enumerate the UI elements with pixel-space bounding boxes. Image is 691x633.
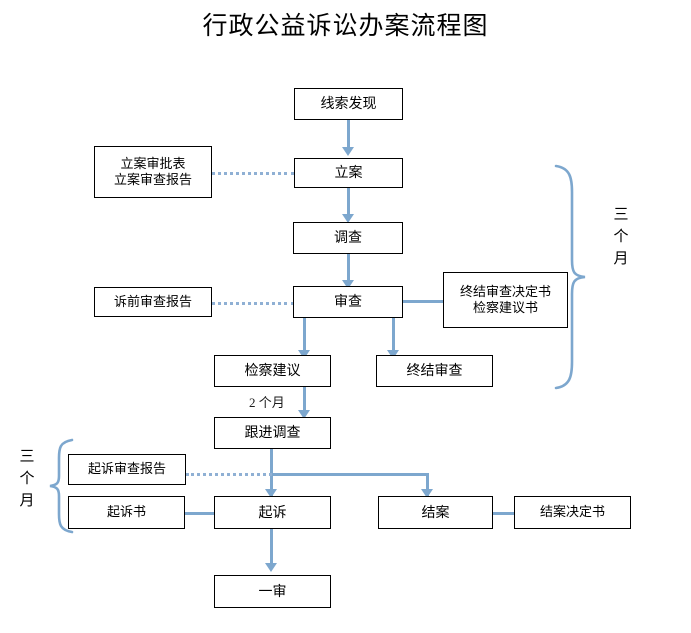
arrowhead-review-to-terminate — [387, 350, 399, 359]
doc-prosecution-review-report[interactable]: 起诉审查报告 — [68, 454, 186, 485]
dotted-connector-prosecution-review-report — [186, 473, 272, 476]
connector-clue-to-filing — [347, 119, 350, 149]
dotted-connector-pre-litigation-report — [211, 302, 295, 305]
left-brace-label-char-2: 个 — [19, 470, 35, 487]
doc-terminate-review-decision-and-suggestion[interactable]: 终结审查决定书 检察建议书 — [443, 272, 568, 328]
arrowhead-clue-to-filing — [342, 147, 354, 156]
connector-followup-to-closed-vertical — [426, 473, 429, 496]
left-brace-three-months — [48, 438, 76, 534]
connector-followup-to-closed-horizontal — [270, 473, 429, 476]
page-title: 行政公益诉讼办案流程图 — [202, 13, 489, 40]
connector-filing-to-investigation — [347, 187, 350, 217]
node-prosecution[interactable]: 起诉 — [214, 496, 331, 529]
node-review[interactable]: 审查 — [293, 286, 403, 318]
left-brace-label: 三 个 月 — [14, 447, 40, 512]
right-brace-label-char-3: 月 — [613, 250, 629, 267]
node-terminate-review[interactable]: 终结审查 — [376, 355, 493, 387]
connector-review-to-suggestion — [303, 317, 306, 353]
connector-followup-trunk — [270, 448, 273, 496]
connector-investigation-to-review — [347, 253, 350, 283]
right-brace-label-char-1: 三 — [613, 207, 629, 223]
doc-filing-approval-and-review[interactable]: 立案审批表 立案审查报告 — [94, 146, 212, 198]
node-investigation[interactable]: 调查 — [293, 222, 403, 254]
doc-indictment[interactable]: 起诉书 — [68, 496, 185, 529]
left-brace-label-char-3: 月 — [19, 492, 35, 509]
node-first-instance[interactable]: 一审 — [214, 575, 331, 608]
arrowhead-followup-to-closed — [421, 489, 433, 498]
doc-closing-decision[interactable]: 结案决定书 — [514, 496, 631, 529]
connector-review-to-terminate-docs — [403, 300, 443, 303]
arrowhead-review-to-suggestion — [298, 350, 310, 359]
dotted-connector-filing-docs — [211, 172, 295, 175]
node-case-closed[interactable]: 结案 — [378, 496, 493, 529]
arrowhead-followup-to-prosecution — [265, 489, 277, 498]
node-procuratorial-suggestion[interactable]: 检察建议 — [214, 355, 331, 387]
connector-indictment-to-prosecution — [180, 512, 220, 515]
arrowhead-filing-to-investigation — [342, 214, 354, 223]
doc-pre-litigation-review-report[interactable]: 诉前审查报告 — [94, 287, 212, 317]
connector-closed-to-closing-decision — [478, 512, 515, 515]
node-clue-discovery[interactable]: 线索发现 — [294, 88, 403, 120]
arrowhead-prosecution-to-first-instance — [265, 563, 277, 572]
connector-prosecution-to-first-instance — [270, 529, 273, 567]
label-two-months: 2 个月 — [249, 395, 285, 410]
right-brace-label: 三 个 月 — [608, 205, 634, 270]
right-brace-label-char-2: 个 — [613, 228, 629, 245]
node-case-filing[interactable]: 立案 — [294, 158, 403, 188]
connector-suggestion-to-followup — [303, 386, 306, 415]
node-follow-up-investigation[interactable]: 跟进调查 — [214, 417, 331, 449]
connector-review-to-terminate — [392, 317, 395, 353]
right-brace-three-months — [552, 164, 588, 390]
left-brace-label-char-1: 三 — [19, 449, 35, 465]
arrowhead-investigation-to-review — [342, 280, 354, 289]
arrowhead-suggestion-to-followup — [298, 410, 310, 419]
